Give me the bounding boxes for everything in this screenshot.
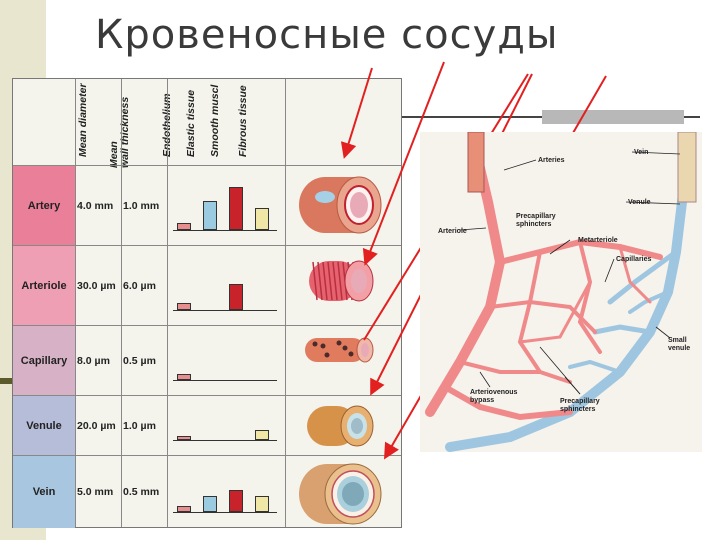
mean-diameter-value: 5.0 mm <box>77 456 113 528</box>
wall-thickness-value: 0.5 µm <box>123 326 156 396</box>
smooth-muscle-bar <box>229 284 243 310</box>
wall-thickness-value: 1.0 µm <box>123 396 156 456</box>
decorative-block <box>542 110 684 124</box>
mean-diameter-value: 30.0 µm <box>77 246 116 326</box>
capillary-bed-diagram: Vein Arteries Venule Arteriole Precapill… <box>420 132 702 452</box>
wall-thickness-value: 0.5 mm <box>123 456 159 528</box>
column-header: Smooth muscl <box>210 85 221 157</box>
endothelium-bar <box>177 436 191 440</box>
vessel-illustration <box>295 253 385 314</box>
vessel-illustration <box>295 328 385 377</box>
smooth-muscle-bar <box>229 187 243 230</box>
fibrous-tissue-bar <box>255 496 269 512</box>
row-label: Arteriole <box>13 246 75 326</box>
bar-baseline <box>173 440 277 441</box>
row-label: Artery <box>13 166 75 246</box>
vessel-illustration <box>295 173 385 242</box>
fibrous-tissue-bar <box>255 430 269 440</box>
label-capillaries: Capillaries <box>616 256 652 263</box>
bar-baseline <box>173 512 277 513</box>
column-header: Mean diameter <box>78 83 89 157</box>
endothelium-bar <box>177 303 191 310</box>
vein-trunk <box>678 132 696 202</box>
bar-baseline <box>173 230 277 231</box>
endothelium-bar <box>177 223 191 230</box>
elastic-tissue-bar <box>203 496 217 512</box>
column-header: Fibrous tissue <box>238 85 249 157</box>
slide-title: Кровеносные сосуды <box>95 12 559 58</box>
mean-diameter-value: 4.0 mm <box>77 166 113 246</box>
row-label: Vein <box>13 456 75 528</box>
mean-diameter-value: 20.0 µm <box>77 396 116 456</box>
fibrous-tissue-bar <box>255 208 269 230</box>
endothelium-bar <box>177 374 191 380</box>
column-header: Mean wall thickness <box>109 97 131 168</box>
smooth-muscle-bar <box>229 490 243 512</box>
column-header: Elastic tissue <box>186 90 197 157</box>
bar-baseline <box>173 380 277 381</box>
wall-thickness-value: 6.0 µm <box>123 246 156 326</box>
mean-diameter-value: 8.0 µm <box>77 326 110 396</box>
label-arteriole: Arteriole <box>438 228 467 235</box>
bar-baseline <box>173 310 277 311</box>
artery-trunk <box>468 132 484 192</box>
label-arteries: Arteries <box>538 157 565 164</box>
row-label: Capillary <box>13 326 75 396</box>
vessel-illustration <box>295 459 385 534</box>
row-label: Venule <box>13 396 75 456</box>
label-metarteriole: Metarteriole <box>578 237 618 244</box>
vessel-illustration <box>295 398 385 459</box>
endothelium-bar <box>177 506 191 512</box>
wall-thickness-value: 1.0 mm <box>123 166 159 246</box>
elastic-tissue-bar <box>203 201 217 230</box>
